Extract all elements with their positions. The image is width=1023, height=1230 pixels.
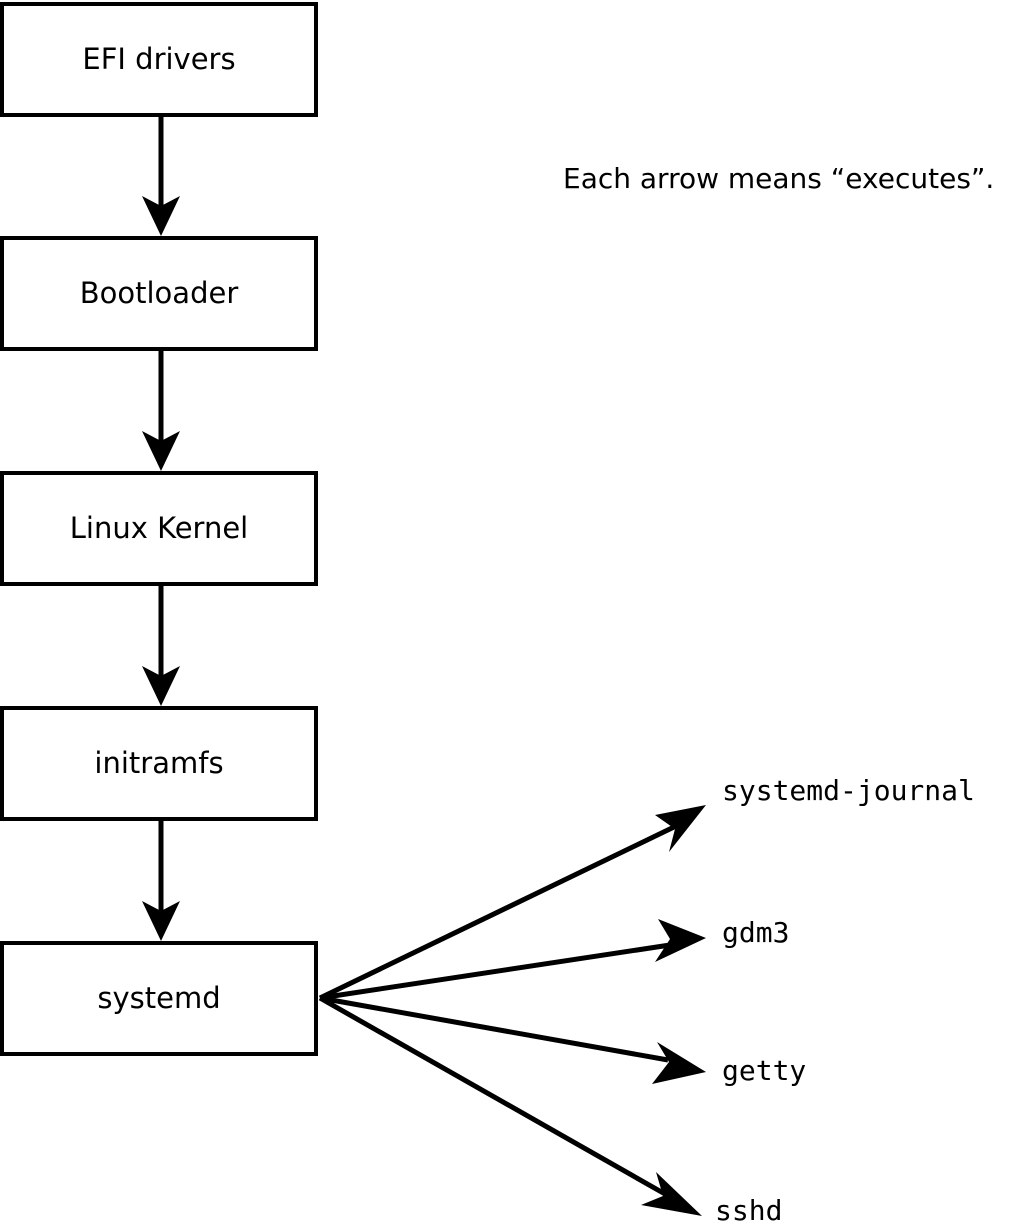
diagram-caption: Each arrow means “executes”. [563,162,994,195]
fan-arrow-getty [319,995,706,1084]
arrowhead-down-icon [142,196,180,236]
service-label-sshd: sshd [715,1194,782,1227]
fan-arrow-systemd-journal [318,805,706,1001]
box-systemd[interactable]: systemd [0,941,318,1056]
box-outline [0,941,318,1056]
fan-arrow-sshd [318,995,702,1216]
box-outline [0,706,318,821]
box-bootloader[interactable]: Bootloader [0,236,318,351]
box-initramfs[interactable]: initramfs [0,706,318,821]
box-outline [0,2,318,117]
arrowhead-down-icon [142,901,180,941]
vertical-arrow-efi-to-bootloader [142,117,180,236]
box-outline [0,236,318,351]
arrowhead-diagonal-icon [655,919,706,962]
box-label-efi-drivers: EFI drivers [82,42,235,76]
box-efi-drivers[interactable]: EFI drivers [0,2,318,117]
box-label-linux-kernel: Linux Kernel [70,511,248,545]
vertical-arrow-bootloader-to-kernel [142,351,180,471]
service-label-systemd-journal: systemd-journal [722,774,975,807]
arrow-line [318,995,667,1197]
vertical-arrow-initramfs-to-systemd [142,821,180,941]
service-label-gdm3: gdm3 [722,916,789,949]
arrow-line [319,995,669,1063]
box-label-initramfs: initramfs [94,746,223,780]
service-label-getty: getty [722,1054,806,1087]
vertical-arrow-kernel-to-initramfs [142,586,180,706]
arrow-line [318,824,676,1001]
box-label-bootloader: Bootloader [80,276,239,310]
arrow-line [319,942,671,1001]
arrowhead-down-icon [142,666,180,706]
box-linux-kernel[interactable]: Linux Kernel [0,471,318,586]
arrowhead-diagonal-icon [652,1042,706,1084]
arrowhead-diagonal-icon [641,1172,702,1216]
fan-arrow-gdm3 [319,919,706,1001]
box-label-systemd: systemd [97,981,220,1015]
arrowhead-down-icon [142,431,180,471]
box-outline [0,471,318,586]
arrowhead-diagonal-icon [655,805,706,852]
